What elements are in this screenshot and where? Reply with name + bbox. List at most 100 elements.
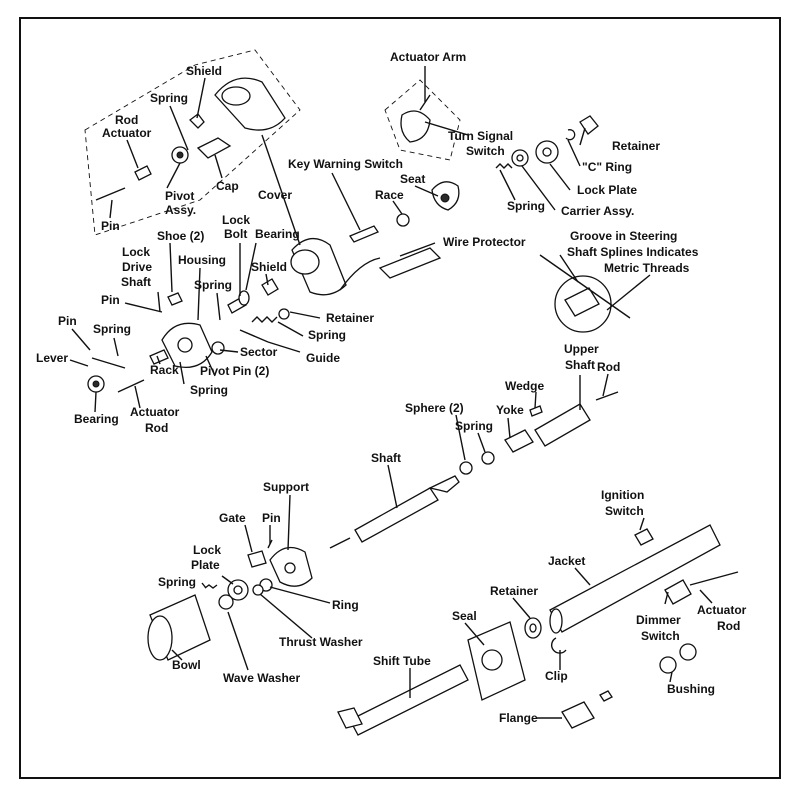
label-yoke: Yoke	[496, 403, 524, 417]
label-shoe: Shoe (2)	[157, 229, 204, 243]
label-sector: Sector	[240, 345, 278, 359]
shaft-part	[354, 475, 460, 543]
label-wave-washer: Wave Washer	[223, 671, 300, 685]
label-shaft: Shaft	[371, 451, 401, 465]
label-bearing-left: Bearing	[74, 412, 119, 426]
wire-protector-part	[339, 247, 442, 291]
clip-part	[550, 637, 567, 654]
label-retainer-low: Retainer	[490, 584, 538, 598]
spring-mid-part	[495, 163, 513, 169]
label-c-ring: "C" Ring	[582, 160, 632, 174]
label-thrust-washer: Thrust Washer	[279, 635, 363, 649]
label-rod-right: Rod	[597, 360, 620, 374]
label-clip: Clip	[545, 669, 568, 683]
guide-part	[239, 329, 269, 343]
shoe-part	[167, 292, 183, 306]
shield-mid-part	[261, 278, 279, 296]
cap-part	[196, 137, 232, 159]
label-lock-bolt-2: Bolt	[224, 227, 247, 241]
label-jacket: Jacket	[548, 554, 585, 568]
label-upper-shaft-2: Shaft	[565, 358, 595, 372]
shaft-coupler-part	[329, 537, 351, 549]
flange-part	[561, 690, 613, 729]
label-actuator-rod-low-2: Rod	[717, 619, 740, 633]
label-ring: Ring	[332, 598, 359, 612]
label-spring-rack: Spring	[190, 383, 228, 397]
label-cover: Cover	[258, 188, 292, 202]
retainer-top-part	[579, 115, 599, 135]
seal-part	[467, 621, 526, 701]
label-ignition-1: Ignition	[601, 488, 644, 502]
wave-washer-part	[218, 594, 234, 610]
thrust-washer-part	[252, 584, 264, 596]
label-race: Race	[375, 188, 404, 202]
label-carrier: Carrier Assy.	[561, 204, 634, 218]
label-lock-plate-low-1: Lock	[193, 543, 221, 557]
label-shift-tube: Shift Tube	[373, 654, 431, 668]
label-lock-plate-top: Lock Plate	[577, 183, 637, 197]
label-spring-guide: Spring	[308, 328, 346, 342]
label-pin-top: Pin	[101, 219, 120, 233]
label-support: Support	[263, 480, 309, 494]
label-lock-drive-1: Lock	[122, 245, 150, 259]
label-pin-left: Pin	[101, 293, 120, 307]
gate-part	[247, 550, 267, 568]
retainer-low-part	[524, 617, 542, 639]
label-actuator-rod-low-1: Actuator	[697, 603, 747, 617]
label-dimmer-2: Switch	[641, 629, 680, 643]
part-labels: Actuator Arm Shield Spring Rod Actuator …	[36, 50, 747, 725]
label-pin-gate: Pin	[262, 511, 281, 525]
seat-part	[431, 181, 460, 211]
yoke-part	[504, 429, 534, 453]
cover-part	[290, 238, 347, 296]
cover-upper-part	[214, 77, 286, 131]
lock-plate-low-part	[227, 579, 249, 601]
shift-tube-part	[337, 664, 469, 736]
ignition-switch-part	[634, 528, 654, 546]
bearing-mid-part	[238, 290, 250, 306]
turn-signal-switch-part	[400, 94, 431, 143]
label-pivot-2: Assy.	[165, 203, 196, 217]
label-groove-3: Metric Threads	[604, 261, 690, 275]
label-groove-1: Groove in Steering	[570, 229, 677, 243]
sector-part	[211, 341, 225, 355]
label-rack: Rack	[150, 363, 179, 377]
retainer-mid-part	[278, 308, 290, 320]
label-pin-far-left: Pin	[58, 314, 77, 328]
jacket-part	[549, 524, 721, 634]
label-wire-protector: Wire Protector	[443, 235, 526, 249]
spring-guide-part	[251, 316, 278, 323]
actuator-rod-part	[117, 379, 145, 393]
label-groove-2: Shaft Splines Indicates	[567, 245, 699, 259]
label-guide: Guide	[306, 351, 340, 365]
c-ring-part	[565, 129, 576, 141]
lock-plate-top-part	[535, 140, 559, 164]
label-wedge: Wedge	[505, 379, 544, 393]
rod-actuator-part	[134, 165, 152, 181]
label-gate: Gate	[219, 511, 246, 525]
label-shield-mid: Shield	[251, 260, 287, 274]
upper-shaft-part	[534, 403, 591, 447]
label-actuator-rod-2: Rod	[145, 421, 168, 435]
label-upper-shaft-1: Upper	[564, 342, 599, 356]
label-spring-mid: Spring	[507, 199, 545, 213]
label-flange: Flange	[499, 711, 538, 725]
label-lock-drive-2: Drive	[122, 260, 152, 274]
label-lock-drive-3: Shaft	[121, 275, 151, 289]
label-spring-yoke: Spring	[455, 419, 493, 433]
dimmer-switch-part	[664, 579, 692, 605]
rod-right-part	[595, 391, 619, 401]
label-seal: Seal	[452, 609, 477, 623]
label-housing: Housing	[178, 253, 226, 267]
label-turn-signal-2: Switch	[466, 144, 505, 158]
bowl-part	[147, 594, 211, 661]
sphere-part	[459, 451, 495, 475]
label-bushing: Bushing	[667, 682, 715, 696]
bushing-part	[659, 643, 697, 674]
key-warning-switch-part	[349, 225, 379, 243]
label-seat: Seat	[400, 172, 425, 186]
label-actuator-rod-1: Actuator	[130, 405, 180, 419]
label-lever: Lever	[36, 351, 68, 365]
label-retainer-mid: Retainer	[326, 311, 374, 325]
label-rod-actuator-1: Rod	[115, 113, 138, 127]
